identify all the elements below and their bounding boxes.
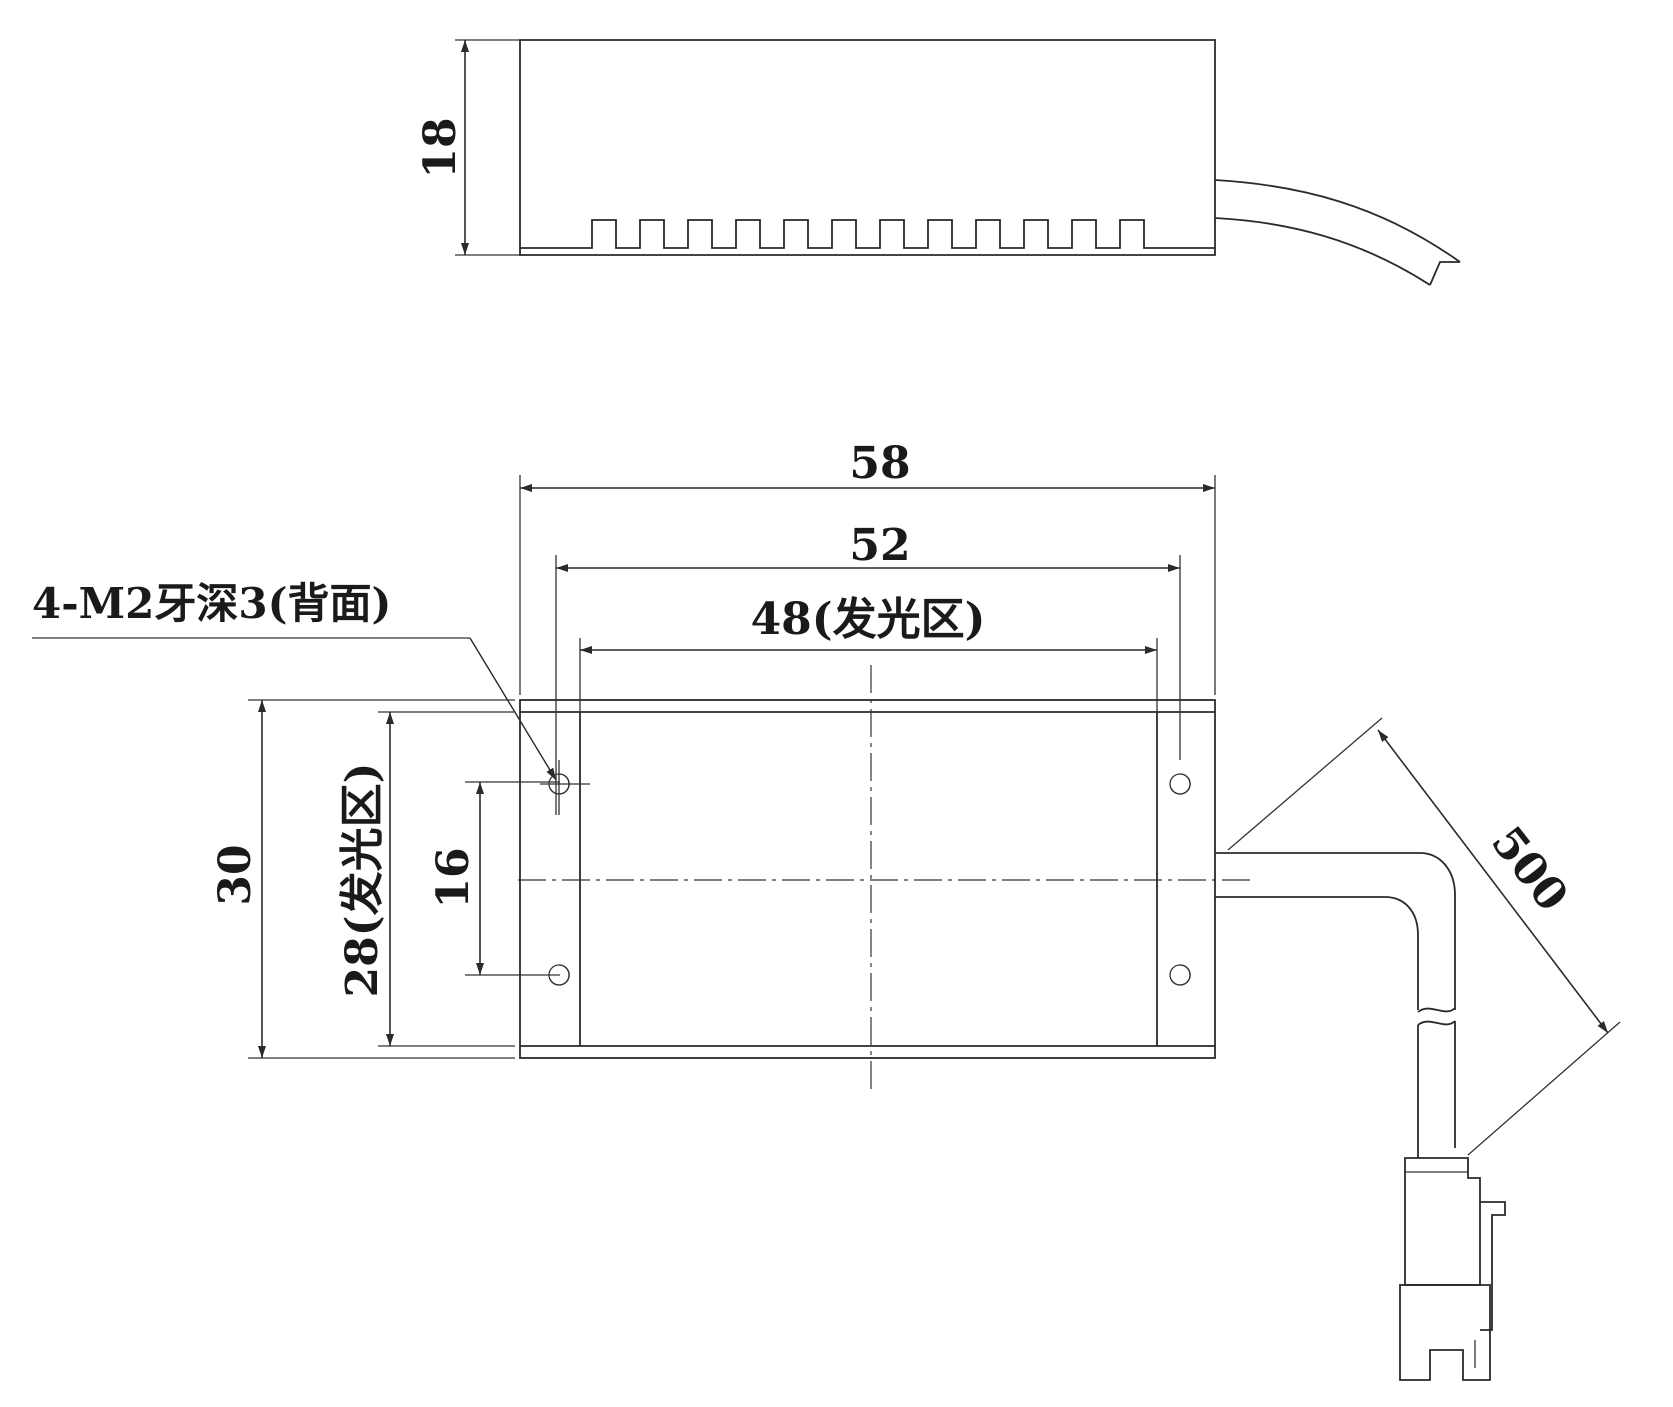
- heatsink-fins: [520, 219, 1215, 249]
- front-housing-outline: [519, 699, 1216, 1059]
- dim-label-18: 18: [415, 117, 466, 178]
- side-cable-lower: [1214, 217, 1431, 286]
- front-cable-lower: [1215, 896, 1419, 1010]
- dim-label-16: 16: [428, 847, 479, 908]
- dim-label-28: 28(发光区): [337, 763, 388, 998]
- front-cable-upper: [1215, 852, 1456, 1010]
- dim-label-52: 52: [849, 520, 910, 571]
- dim-label-58: 58: [849, 438, 910, 489]
- ext-500-end: [1467, 1021, 1621, 1156]
- mounting-hole-br: [1169, 964, 1191, 986]
- side-view: 18: [415, 39, 1461, 286]
- mounting-hole-tr: [1169, 773, 1191, 795]
- ext-500-start: [1227, 717, 1383, 851]
- side-cable: [1214, 179, 1461, 263]
- side-cable-break: [1429, 261, 1460, 286]
- connector: [1399, 1157, 1506, 1381]
- dim-line-500: [1377, 729, 1609, 1034]
- front-view: 58 52 48(发光区) 4-M2牙深3(背面) 30 28(发光区) 16: [32, 438, 1621, 1381]
- side-housing-outline: [519, 39, 1216, 256]
- dim-label-500: 500: [1481, 817, 1578, 921]
- dim-label-30: 30: [210, 844, 261, 905]
- cable-break-lower: [1417, 1020, 1456, 1026]
- cable-break-upper: [1417, 1007, 1456, 1013]
- callout-leader: [469, 637, 557, 781]
- dim-label-48: 48(发光区): [751, 594, 986, 645]
- hole-callout-label: 4-M2牙深3(背面): [32, 579, 391, 628]
